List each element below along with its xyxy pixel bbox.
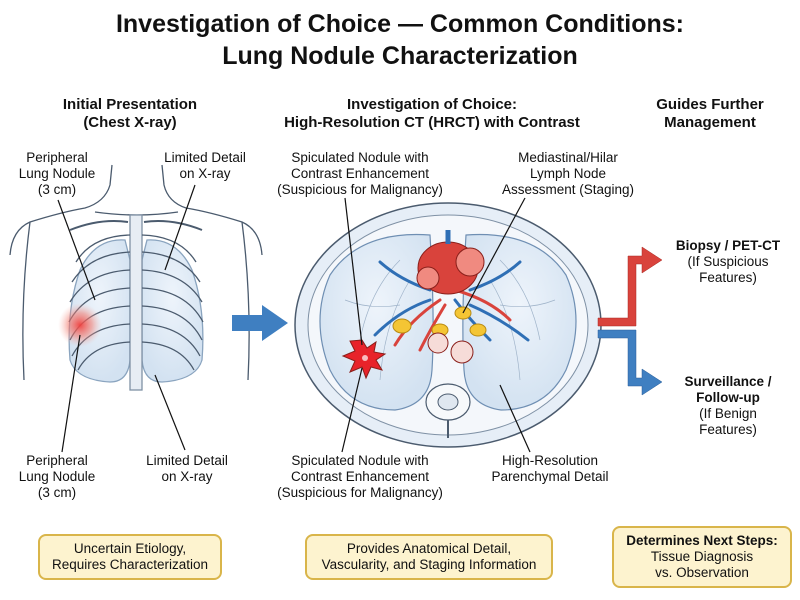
outcome-biopsy: Biopsy / PET-CT (If Suspicious Features): [660, 238, 796, 286]
xray-label-bottom-left-line2: Lung Nodule: [18, 469, 96, 484]
column-heading-investigation: Investigation of Choice: High-Resolution…: [262, 96, 602, 132]
xray-label-top-right: Limited Detail on X-ray: [150, 150, 260, 182]
xray-nodule: [58, 303, 102, 347]
page-title-line2: Lung Nodule Characterization: [222, 42, 578, 70]
ct-label-bottom-left: Spiculated Nodule with Contrast Enhancem…: [262, 453, 458, 501]
column-heading-management-line2: Management: [664, 114, 756, 131]
outcome-biopsy-title: Biopsy / PET-CT: [675, 238, 781, 253]
page-title-line1: Investigation of Choice — Common Conditi…: [115, 10, 685, 38]
outcome-surveillance-title-line2: Follow-up: [696, 390, 760, 405]
column-heading-initial-line1: Initial Presentation: [62, 96, 198, 113]
ct-label-top-right-line2: Lymph Node: [529, 166, 607, 181]
column-heading-investigation-line2: High-Resolution CT (HRCT) with Contrast: [284, 114, 580, 131]
xray-label-bottom-left: Peripheral Lung Nodule (3 cm): [2, 453, 112, 501]
ct-label-top-right: Mediastinal/Hilar Lymph Node Assessment …: [488, 150, 648, 198]
summary-box-management-line1: Tissue Diagnosis: [650, 549, 754, 564]
xray-label-bottom-right-line2: on X-ray: [161, 469, 213, 484]
ct-label-top-left: Spiculated Nodule with Contrast Enhancem…: [262, 150, 458, 198]
column-heading-initial: Initial Presentation (Chest X-ray): [20, 96, 240, 132]
column-heading-investigation-line1: Investigation of Choice:: [346, 96, 517, 113]
xray-label-bottom-right: Limited Detail on X-ray: [132, 453, 242, 485]
xray-label-bottom-left-line3: (3 cm): [37, 485, 77, 500]
column-heading-management-line1: Guides Further: [656, 96, 764, 113]
xray-label-top-left-line1: Peripheral: [26, 150, 88, 165]
outcome-surveillance-line2: Features): [699, 422, 757, 437]
summary-box-management-title: Determines Next Steps:: [626, 533, 778, 548]
ct-label-bottom-right-line2: Parenchymal Detail: [491, 469, 609, 484]
summary-box-initial-line2: Requires Characterization: [51, 557, 209, 572]
xray-label-top-right-line2: on X-ray: [179, 166, 231, 181]
outcome-surveillance-line1: (If Benign: [699, 406, 757, 421]
xray-label-bottom-right-line1: Limited Detail: [146, 453, 228, 468]
xray-label-top-left-line3: (3 cm): [37, 182, 77, 197]
outcome-biopsy-line2: Features): [699, 270, 757, 285]
column-heading-management: Guides Further Management: [630, 96, 790, 132]
ct-label-top-left-line2: Contrast Enhancement: [290, 166, 430, 181]
flow-arrow-split: [597, 246, 663, 396]
summary-box-initial: Uncertain Etiology, Requires Characteriz…: [38, 534, 222, 580]
ct-label-top-left-line3: (Suspicious for Malignancy): [277, 182, 443, 197]
ct-callout-lines: [341, 197, 531, 453]
xray-label-top-left: Peripheral Lung Nodule (3 cm): [2, 150, 112, 198]
lymph-nodes: [392, 306, 487, 337]
ct-scan-illustration: [294, 202, 602, 448]
outcome-biopsy-line1: (If Suspicious: [687, 254, 769, 269]
xray-callout-lines: [57, 184, 196, 453]
flow-arrow-to-ct: [232, 305, 288, 341]
summary-box-management: Determines Next Steps: Tissue Diagnosis …: [612, 526, 792, 588]
summary-box-investigation-line1: Provides Anatomical Detail,: [346, 541, 512, 556]
chest-xray-illustration: [9, 164, 263, 391]
xray-label-bottom-left-line1: Peripheral: [26, 453, 88, 468]
column-heading-initial-line2: (Chest X-ray): [83, 114, 177, 131]
ct-label-bottom-right-line1: High-Resolution: [501, 453, 599, 468]
summary-box-investigation: Provides Anatomical Detail, Vascularity,…: [305, 534, 553, 580]
outcome-surveillance-title-line1: Surveillance /: [684, 374, 772, 389]
ct-label-top-left-line1: Spiculated Nodule with: [291, 150, 429, 165]
summary-box-investigation-line2: Vascularity, and Staging Information: [321, 557, 537, 572]
ct-label-bottom-right: High-Resolution Parenchymal Detail: [470, 453, 630, 485]
xray-label-top-left-line2: Lung Nodule: [18, 166, 96, 181]
outcome-surveillance: Surveillance / Follow-up (If Benign Feat…: [660, 374, 796, 438]
ct-label-top-right-line1: Mediastinal/Hilar: [518, 150, 618, 165]
summary-box-initial-line1: Uncertain Etiology,: [73, 541, 187, 556]
ct-label-bottom-left-line3: (Suspicious for Malignancy): [277, 485, 443, 500]
xray-label-top-right-line1: Limited Detail: [164, 150, 246, 165]
summary-box-management-line2: vs. Observation: [655, 565, 749, 580]
ct-label-bottom-left-line2: Contrast Enhancement: [290, 469, 430, 484]
ct-label-top-right-line3: Assessment (Staging): [501, 182, 635, 197]
ct-label-bottom-left-line1: Spiculated Nodule with: [291, 453, 429, 468]
